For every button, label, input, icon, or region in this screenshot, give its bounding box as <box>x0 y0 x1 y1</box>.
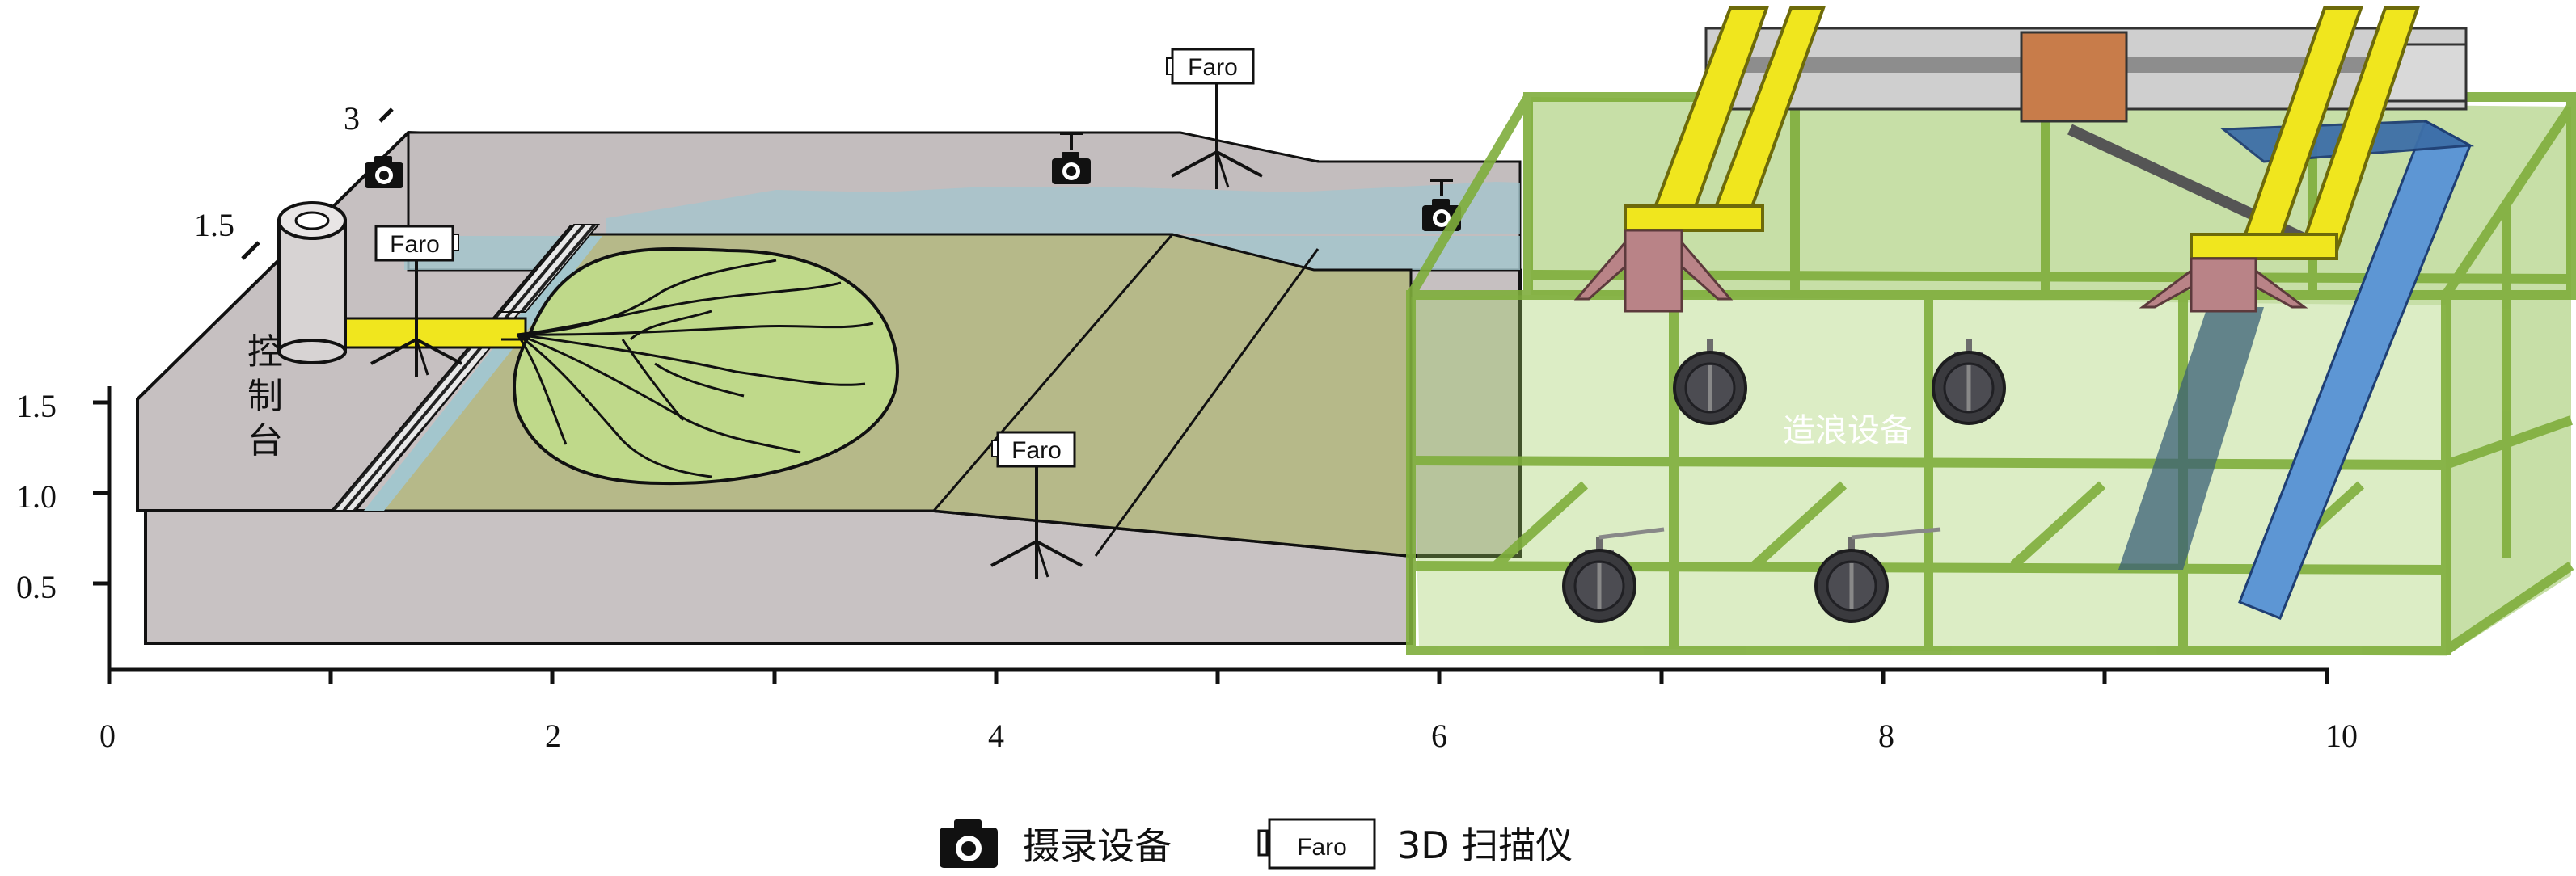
camera-icon-3 <box>1422 179 1461 231</box>
y-tick-labels: 0.5 1.0 1.5 1.5 3 <box>16 100 360 605</box>
wave-maker: 造浪设备 <box>1406 6 2576 656</box>
faro-label-3: Faro <box>1011 437 1062 464</box>
x-axis <box>93 107 2329 684</box>
faro-label-1: Faro <box>1188 54 1238 81</box>
x-tick-2: 2 <box>545 718 561 754</box>
legend-camera-icon <box>940 819 998 868</box>
y-tick-back-3: 3 <box>344 100 360 137</box>
control-console: 控 制 台 <box>247 201 347 461</box>
legend: 摄录设备 Faro 3D 扫描仪 <box>940 818 1573 870</box>
x-tick-10: 10 <box>2325 718 2358 754</box>
x-tick-0: 0 <box>99 718 116 754</box>
legend-faro-box-label: Faro <box>1297 834 1347 861</box>
y-tick-1.0: 1.0 <box>16 478 57 515</box>
console-char-2: 制 <box>247 376 283 417</box>
camera-icon-2 <box>1052 132 1091 184</box>
y-tick-back-1.5: 1.5 <box>194 207 234 243</box>
legend-faro-label: 3D 扫描仪 <box>1397 823 1573 867</box>
x-tick-4: 4 <box>988 718 1004 754</box>
console-char-1: 控 <box>247 331 283 373</box>
legend-faro-icon: Faro <box>1257 818 1376 870</box>
console-char-3: 台 <box>247 420 283 461</box>
wave-maker-label: 造浪设备 <box>1783 412 1912 449</box>
x-tick-6: 6 <box>1431 718 1447 754</box>
faro-scanner-icon-2: Faro <box>370 225 463 378</box>
faro-scanner-icon-1: Faro <box>1166 48 1264 191</box>
faro-label-2: Faro <box>390 231 440 258</box>
faro-scanner-icon-3: Faro <box>990 431 1083 580</box>
y-tick-0.5: 0.5 <box>16 569 57 605</box>
delta-fan <box>512 246 900 486</box>
y-tick-1.5: 1.5 <box>16 388 57 424</box>
x-tick-labels: 0 2 4 6 8 10 <box>99 718 2358 754</box>
legend-camera-label: 摄录设备 <box>1023 824 1172 868</box>
x-tick-8: 8 <box>1878 718 1894 754</box>
